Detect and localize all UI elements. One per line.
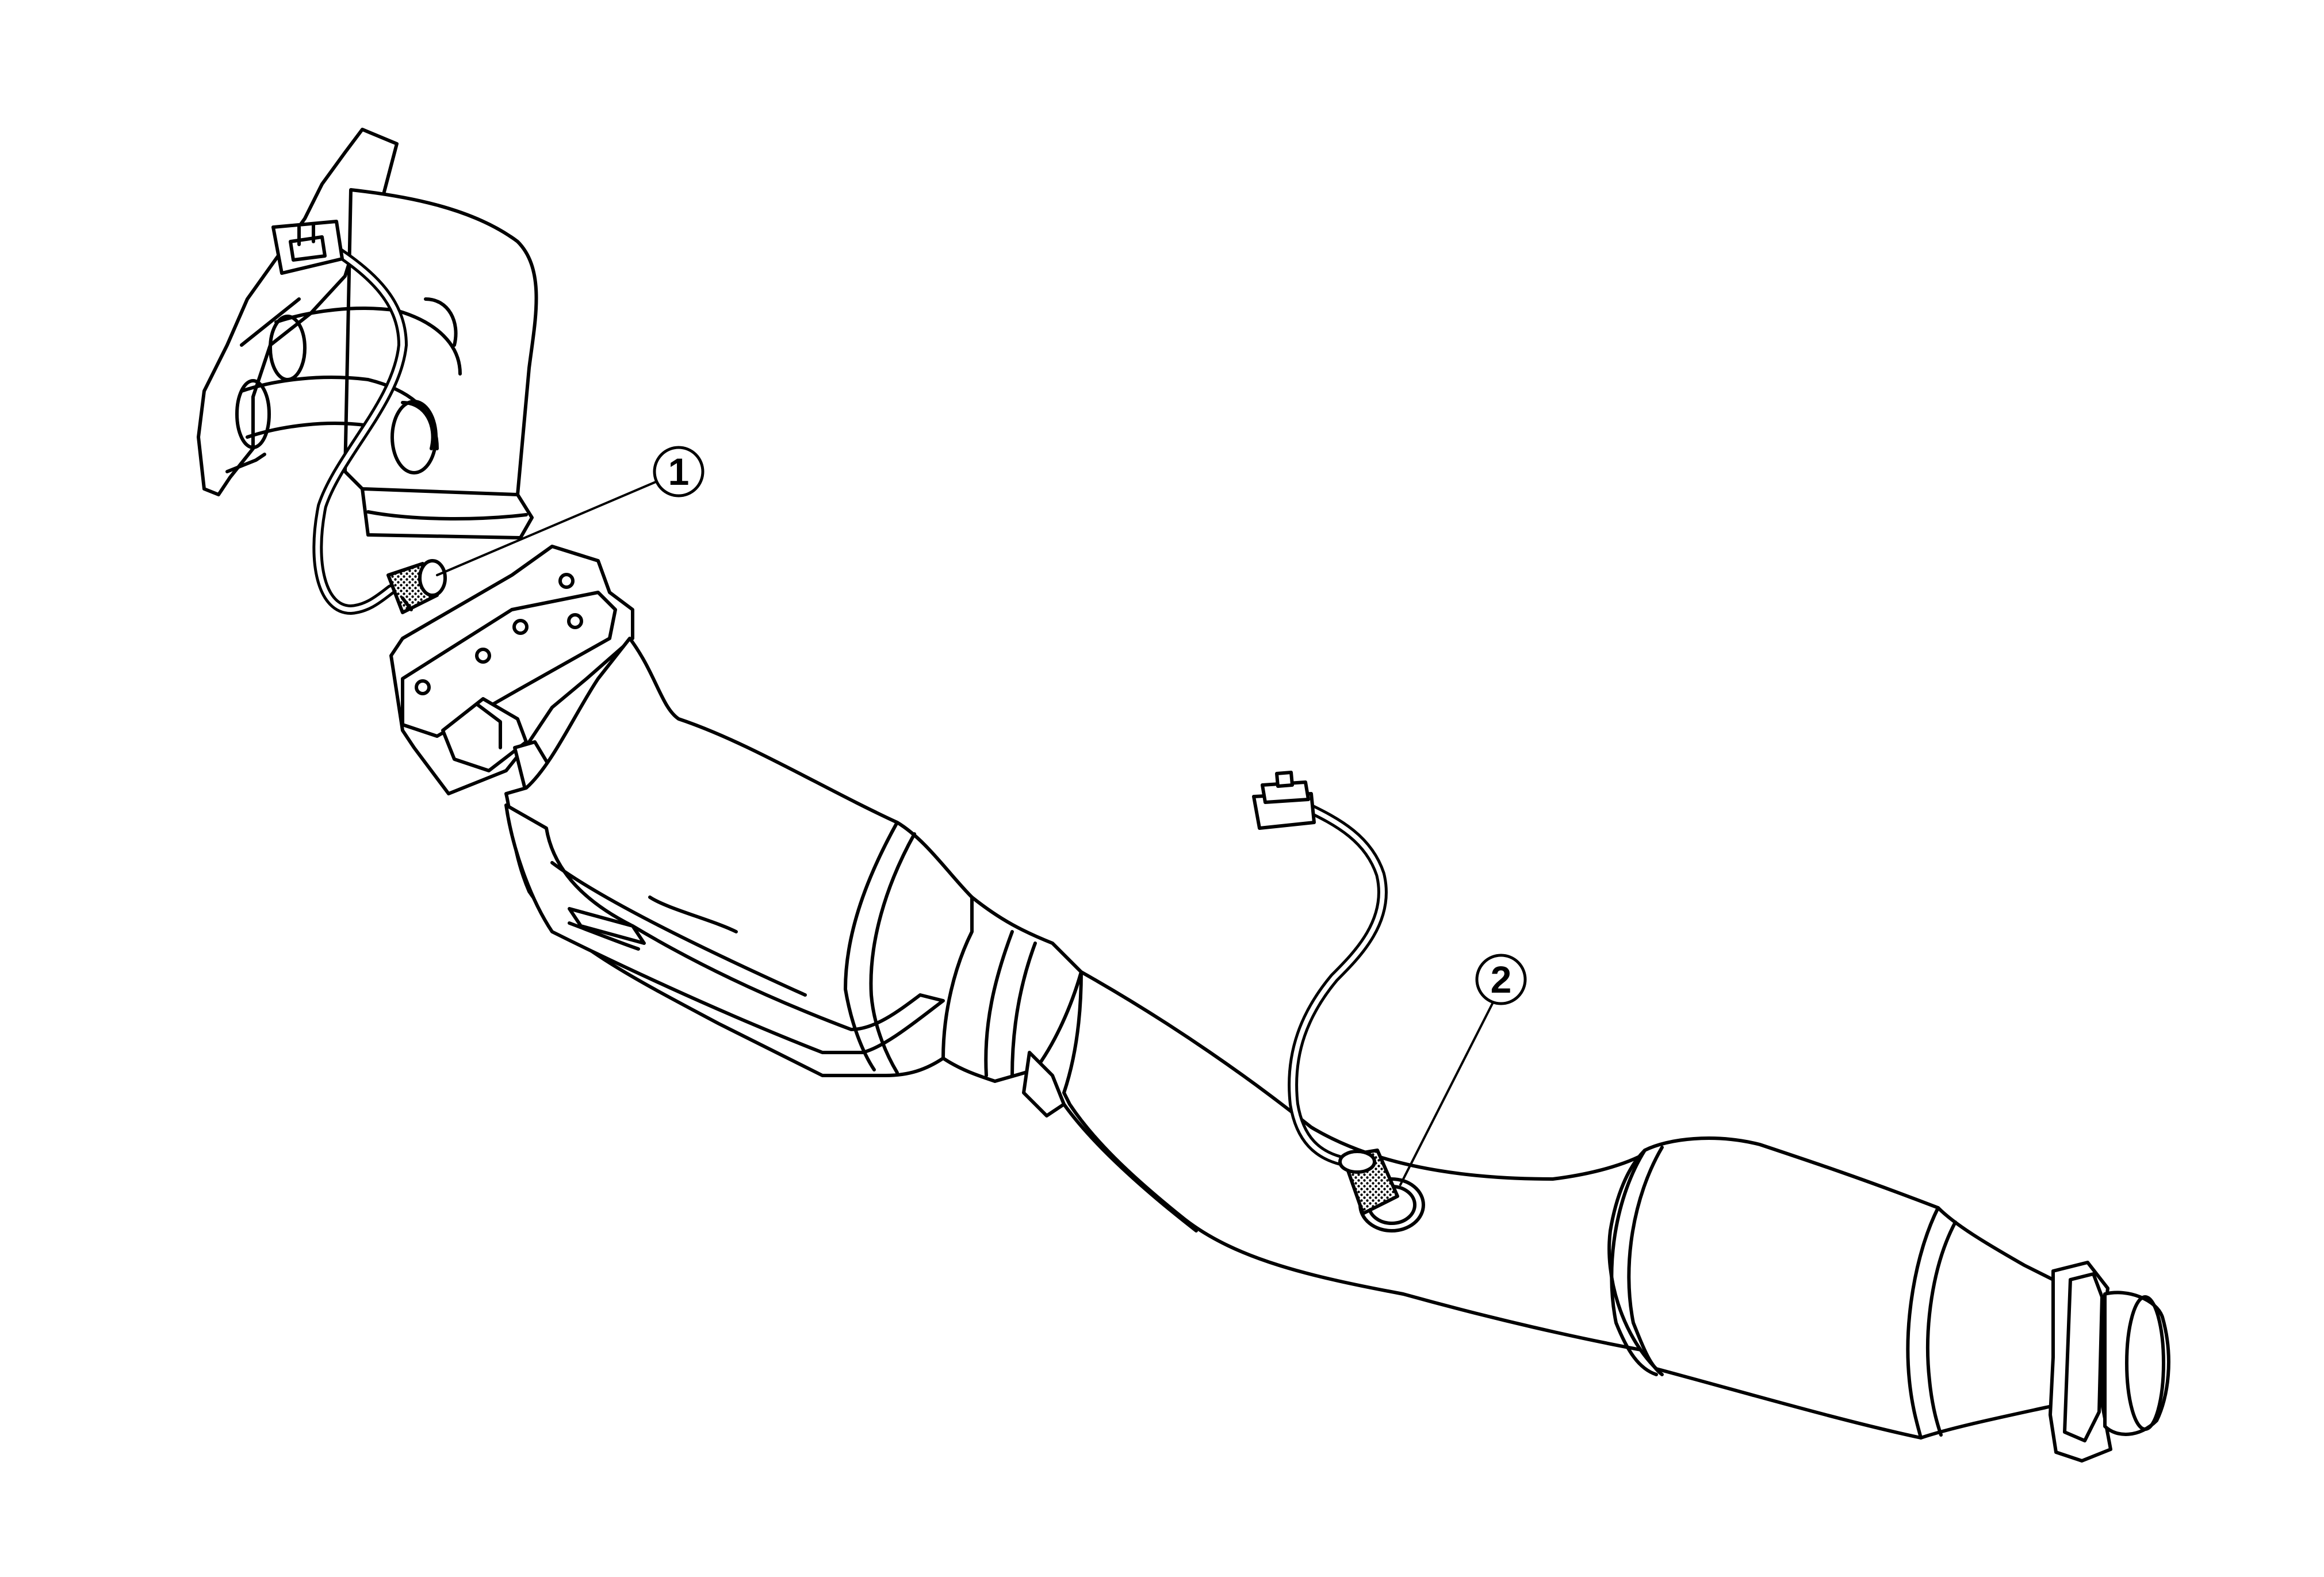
exhaust-manifold [197, 128, 538, 539]
sensor-1-connector [271, 220, 344, 275]
sensor-1-harness [312, 236, 408, 615]
front-pipe-and-catalyst [504, 637, 1083, 1117]
front-flange [389, 545, 634, 795]
callout-1: 1 [436, 446, 705, 576]
callout-2-label: 2 [1491, 958, 1512, 1001]
rear-catalyst [1607, 1136, 2170, 1463]
callout-2: 2 [1399, 954, 1527, 1186]
air-fuel-ratio-sensor-1 [386, 559, 447, 614]
callout-1-label: 1 [668, 450, 690, 493]
sensor-2-harness [1288, 800, 1388, 1167]
sensor-2-connector [1252, 771, 1316, 830]
heated-oxygen-sensor-2 [1338, 1149, 1425, 1232]
